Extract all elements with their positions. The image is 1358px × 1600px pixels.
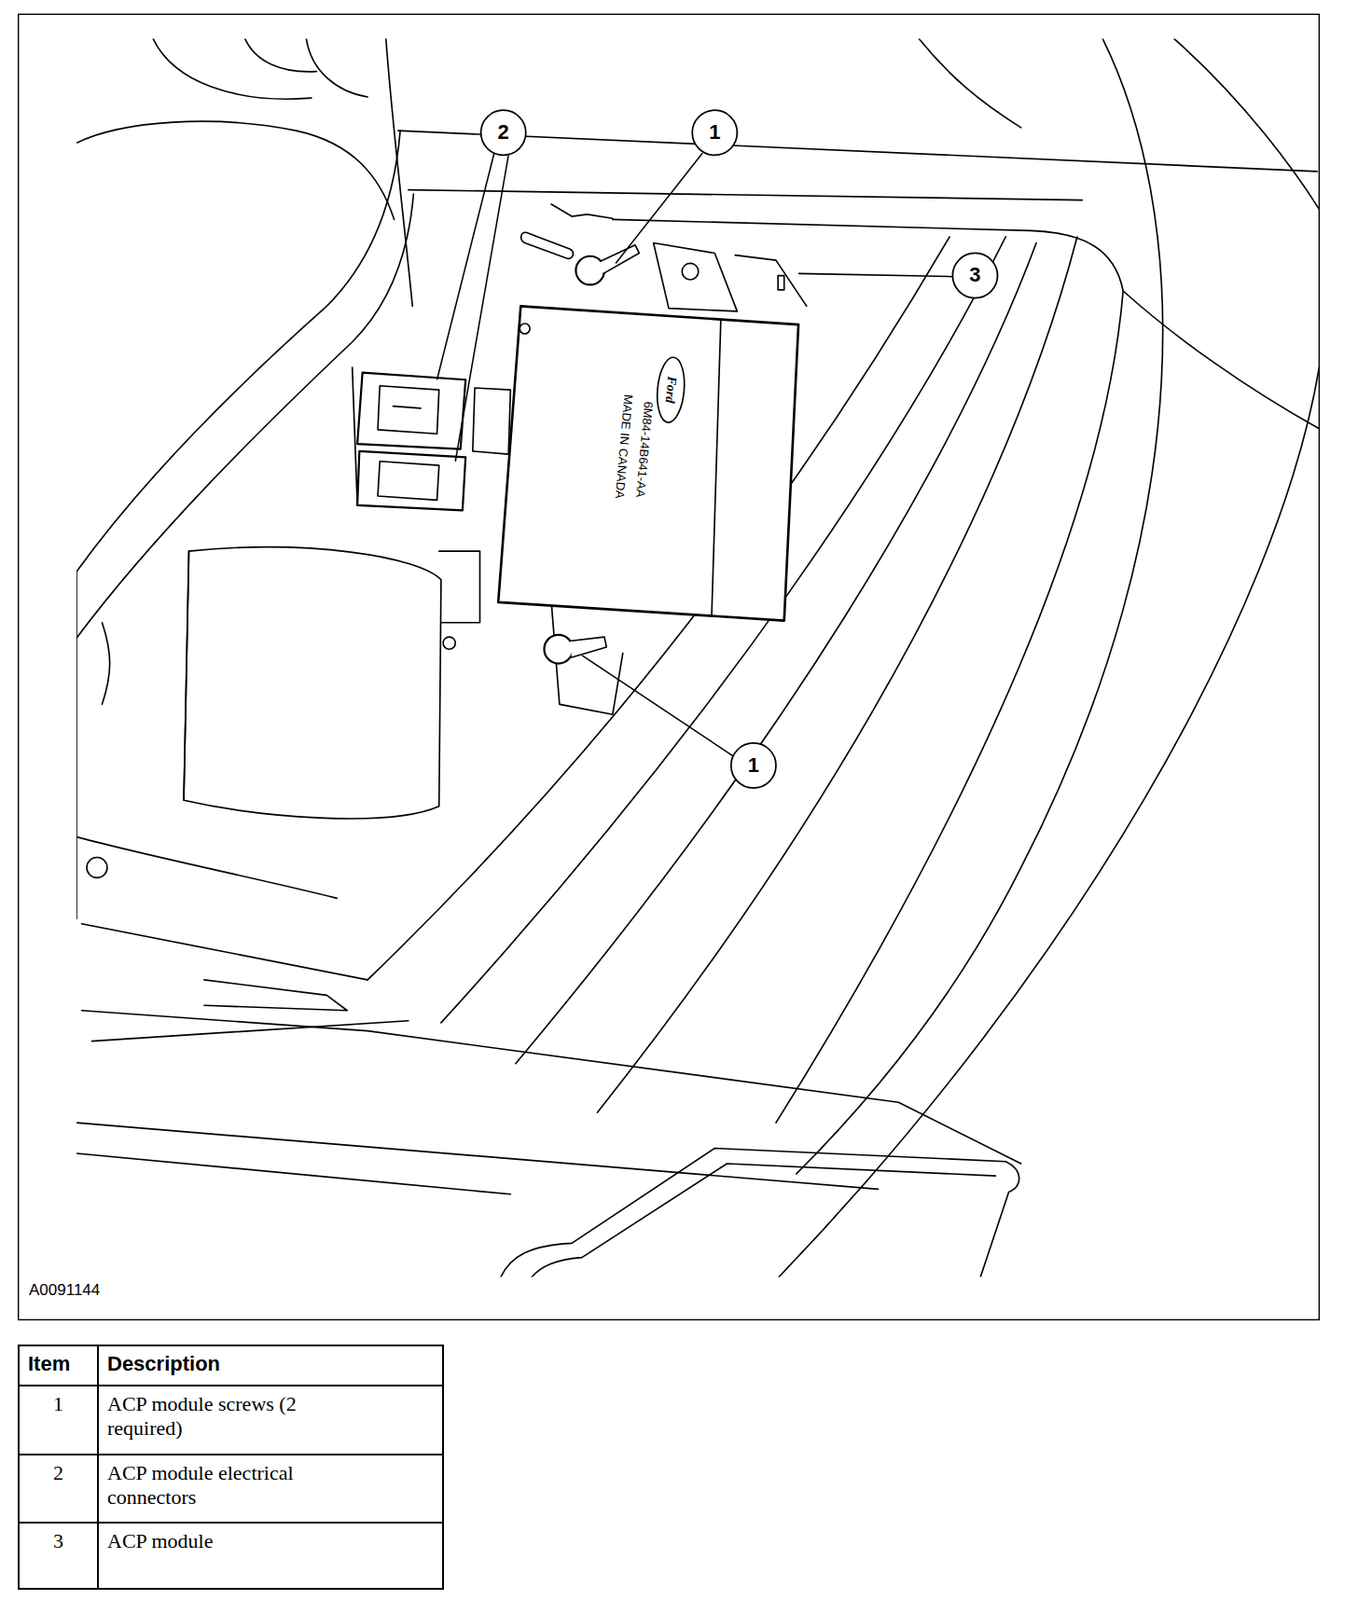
housing [183, 547, 442, 819]
glove-box-door [530, 1164, 996, 1278]
acp-module [498, 305, 799, 621]
electrical-connector [357, 451, 466, 511]
module-tab [777, 276, 785, 291]
electrical-connector [377, 461, 440, 501]
brand-logo: Ford [662, 375, 679, 404]
door-arc [796, 39, 1164, 1175]
illustration [18, 13, 1320, 1320]
callout-number: 1 [731, 743, 776, 789]
bracket-hole [681, 263, 699, 280]
item-number: 1 [20, 1392, 97, 1417]
housing [76, 571, 78, 919]
housing [183, 551, 189, 801]
dash-edge [398, 130, 1317, 172]
ford-oval [654, 356, 687, 424]
table-header: Description [107, 1352, 434, 1377]
door-arc [1122, 291, 1319, 430]
console [76, 1122, 878, 1190]
wheel-hub [76, 121, 394, 220]
callout-number: 2 [481, 110, 527, 155]
wheel-hub [245, 39, 318, 72]
column-edge [386, 39, 413, 307]
trim-band [367, 236, 950, 981]
harness [352, 367, 358, 506]
callout-circle [692, 110, 737, 155]
electrical-connector [377, 386, 440, 434]
console [92, 1021, 409, 1042]
console [204, 980, 347, 1012]
table-border [18, 1345, 444, 1590]
leader-line [455, 154, 509, 461]
leader-line [582, 655, 735, 758]
module-edge [711, 319, 721, 618]
mounting-bracket [472, 388, 512, 455]
callout-circle [481, 110, 998, 789]
item-number: 3 [20, 1529, 97, 1554]
slot [521, 232, 574, 259]
figure-id: A0091144 [28, 1281, 179, 1301]
housing [76, 837, 337, 900]
console [82, 924, 369, 981]
mounting-bracket [653, 243, 738, 312]
origin-marking: MADE IN CANADA [612, 394, 637, 500]
screw-head [575, 256, 605, 286]
module-notch [519, 323, 530, 334]
screw-shank [569, 637, 607, 658]
door-arc [777, 367, 1319, 1277]
wheel-hub [305, 39, 368, 97]
table-rule [97, 1345, 99, 1590]
screw-head [543, 635, 573, 665]
leader-line [437, 152, 495, 380]
glove-box-door [499, 1149, 1019, 1278]
electrical-connector [357, 373, 466, 450]
dash-edge [551, 204, 613, 219]
table-header: Item [27, 1352, 94, 1377]
callout-circle [952, 252, 998, 298]
electrical-connector [392, 406, 421, 409]
console [82, 1011, 1022, 1164]
figure-frame [18, 13, 1320, 1320]
fastener [86, 858, 108, 879]
callout-number: 3 [952, 252, 998, 298]
table-rule [18, 1385, 444, 1387]
leader-line [798, 273, 953, 277]
dash-edge [408, 190, 1083, 201]
item-number: 2 [20, 1461, 97, 1486]
housing [439, 551, 481, 624]
table-rule [18, 1522, 444, 1525]
item-description: ACP module screws (2 required) [107, 1392, 360, 1442]
callout-number: 1 [692, 110, 737, 155]
mounting-bracket [734, 255, 807, 307]
table-grid [18, 1345, 444, 1590]
fastener [443, 637, 456, 650]
housing [101, 623, 110, 706]
part-number: 6M84-14B641-AA [633, 401, 656, 499]
trim-band [441, 236, 1006, 1024]
console [76, 1153, 511, 1195]
item-description: ACP module [107, 1529, 360, 1554]
door-arc [918, 39, 1021, 128]
callout-circle [731, 743, 776, 789]
leader-line [437, 152, 954, 758]
door-arc [1174, 39, 1319, 210]
item-description: ACP module electrical connectors [107, 1461, 360, 1511]
wheel-rim [76, 130, 401, 572]
dashboard-drawing [76, 39, 1319, 1278]
table-rule [18, 1454, 444, 1456]
callout-circle [481, 110, 527, 155]
leader-line [615, 152, 703, 264]
